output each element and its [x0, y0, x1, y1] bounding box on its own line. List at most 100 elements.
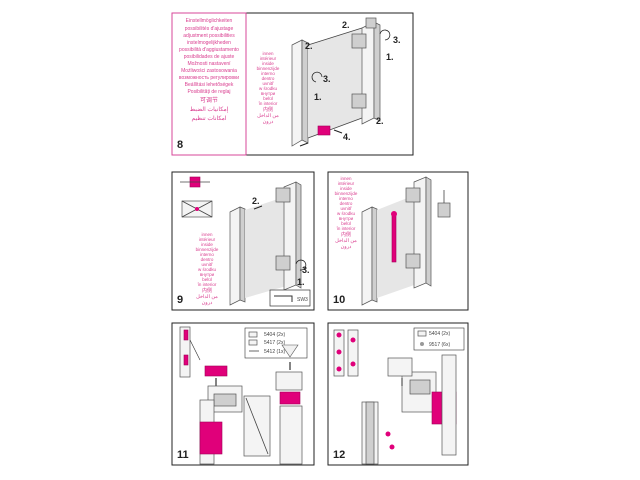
svg-text:inside: inside [201, 242, 213, 247]
lang-4: instelmogelijkheden [187, 40, 231, 46]
svg-text:binnenzijde: binnenzijde [196, 247, 219, 252]
svg-text:innen: innen [340, 176, 352, 181]
svg-text:intérieur: intérieur [338, 181, 355, 186]
panel-8-gate-illustration [291, 17, 391, 147]
svg-text:درون: درون [341, 244, 352, 250]
lang-12: 可调节 [200, 96, 218, 104]
svg-text:interno: interno [339, 196, 353, 201]
part-11-b: 5417 (2x) [264, 340, 285, 346]
tool-box: SW3 [269, 289, 311, 307]
magenta-strip [391, 213, 397, 263]
svg-text:内侧: 内侧 [202, 287, 212, 294]
part-11-c: 5412 (1x) [264, 349, 285, 355]
step-number-10: 10 [333, 294, 345, 306]
lang-14: امکانات تنظیم [191, 115, 226, 122]
lang-5: possibilità d'aggiustamento [179, 47, 239, 53]
callout-9-2: 2. [252, 196, 260, 206]
svg-text:w środku: w środku [259, 86, 278, 91]
panel-11-illustration [199, 344, 303, 465]
callout-3b: 3. [323, 74, 331, 84]
panel-10-gate-illustration [361, 176, 451, 306]
panel-11: 11 5404 (2x) 5417 (2x) 5412 (1x) [171, 322, 315, 466]
part-12-a: 5404 (2x) [429, 331, 450, 337]
panel-9-gate-illustration [229, 181, 307, 306]
panel-8-inside-label: innen intérieur inside binnenzijde inter… [257, 51, 280, 125]
step-number-8: 8 [177, 139, 183, 151]
svg-text:interno: interno [200, 252, 214, 257]
lang-9: возможность регулировки [179, 75, 239, 81]
panel-11-detail [179, 326, 201, 378]
panel-8: Einstellmöglichkeiten possibilités d'aju… [171, 12, 414, 156]
callout-9-1: 1. [297, 277, 305, 287]
panel-8-legend-box [171, 12, 247, 156]
panel-12-detail [333, 329, 359, 377]
callout-2b: 2. [305, 41, 313, 51]
panel-9-detail-icons [180, 176, 213, 218]
lang-11: Posibilități de reglaj [187, 89, 230, 95]
svg-text:внутри: внутри [261, 91, 276, 96]
svg-text:belül: belül [263, 96, 273, 101]
callout-3a: 3. [393, 35, 401, 45]
svg-text:binnenzijde: binnenzijde [257, 66, 280, 71]
svg-text:interno: interno [261, 71, 275, 76]
panel-9-frame [171, 171, 315, 311]
step-number-11: 11 [177, 449, 189, 461]
panel-12-illustration [361, 354, 457, 465]
callout-1b: 1. [314, 92, 322, 102]
panel-9: 9 innen intérieur inside binnenzijde int… [171, 171, 315, 311]
svg-text:intérieur: intérieur [199, 237, 216, 242]
lang-2: possibilités d'ajustage [185, 26, 234, 32]
svg-text:inside: inside [340, 186, 352, 191]
panel-9-inside-label: innen intérieur inside binnenzijde inter… [196, 232, 219, 306]
svg-text:dentro: dentro [340, 201, 353, 206]
svg-text:من الداخل: من الداخل [196, 294, 218, 300]
svg-text:uvnitř: uvnitř [201, 262, 213, 267]
part-12-b: 9517 (6x) [429, 342, 450, 348]
svg-text:în interior: în interior [336, 226, 356, 231]
callout-9-3: 3. [302, 265, 310, 275]
lang-7: Možnosti nastavení [187, 61, 231, 67]
svg-text:w środku: w środku [337, 211, 356, 216]
panel-12-frame [327, 322, 469, 466]
svg-text:inside: inside [262, 61, 274, 66]
panel-10: 10 innen intérieur inside binnenzijde in… [327, 171, 469, 311]
callout-2c: 2. [376, 116, 384, 126]
lang-10: Beállítási lehetőségek [185, 82, 234, 88]
svg-text:dentro: dentro [201, 257, 214, 262]
part-11-a: 5404 (2x) [264, 332, 285, 338]
svg-text:内侧: 内侧 [263, 106, 273, 113]
svg-text:innen: innen [262, 51, 274, 56]
panel-10-frame [327, 171, 469, 311]
callout-1a: 1. [386, 52, 394, 62]
lang-6: posibilidades de ajuste [184, 54, 235, 60]
callout-2a: 2. [342, 20, 350, 30]
lang-8: Możliwości zastosowania [181, 68, 237, 74]
panel-11-parts-list: 5404 (2x) 5417 (2x) 5412 (1x) [244, 327, 308, 359]
svg-text:în interior: în interior [197, 282, 217, 287]
step-number-9: 9 [177, 294, 183, 306]
svg-text:درون: درون [202, 300, 213, 306]
panel-12: 12 5404 (2x) 9517 (6x) [327, 322, 469, 466]
panel-11-frame [171, 322, 315, 466]
svg-text:innen: innen [201, 232, 213, 237]
svg-text:binnenzijde: binnenzijde [335, 191, 358, 196]
svg-text:belül: belül [202, 277, 212, 282]
step-number-12: 12 [333, 449, 345, 461]
svg-text:w środku: w środku [198, 267, 217, 272]
svg-text:درون: درون [263, 119, 274, 125]
tool-label: SW3 [297, 297, 308, 303]
svg-text:внутри: внутри [200, 272, 215, 277]
svg-text:dentro: dentro [262, 76, 275, 81]
svg-text:من الداخل: من الداخل [257, 113, 279, 119]
svg-text:în interior: în interior [258, 101, 278, 106]
panel-8-legend-text: Einstellmöglichkeiten possibilités d'aju… [179, 18, 239, 122]
svg-text:uvnitř: uvnitř [340, 206, 352, 211]
svg-text:belül: belül [341, 221, 351, 226]
magenta-lock-part [317, 125, 331, 136]
lang-3: adjustment possibilities [183, 33, 235, 39]
svg-text:内侧: 内侧 [341, 231, 351, 238]
panel-12-parts-list: 5404 (2x) 9517 (6x) [413, 327, 465, 351]
svg-text:uvnitř: uvnitř [262, 81, 274, 86]
lang-1: Einstellmöglichkeiten [186, 18, 233, 24]
